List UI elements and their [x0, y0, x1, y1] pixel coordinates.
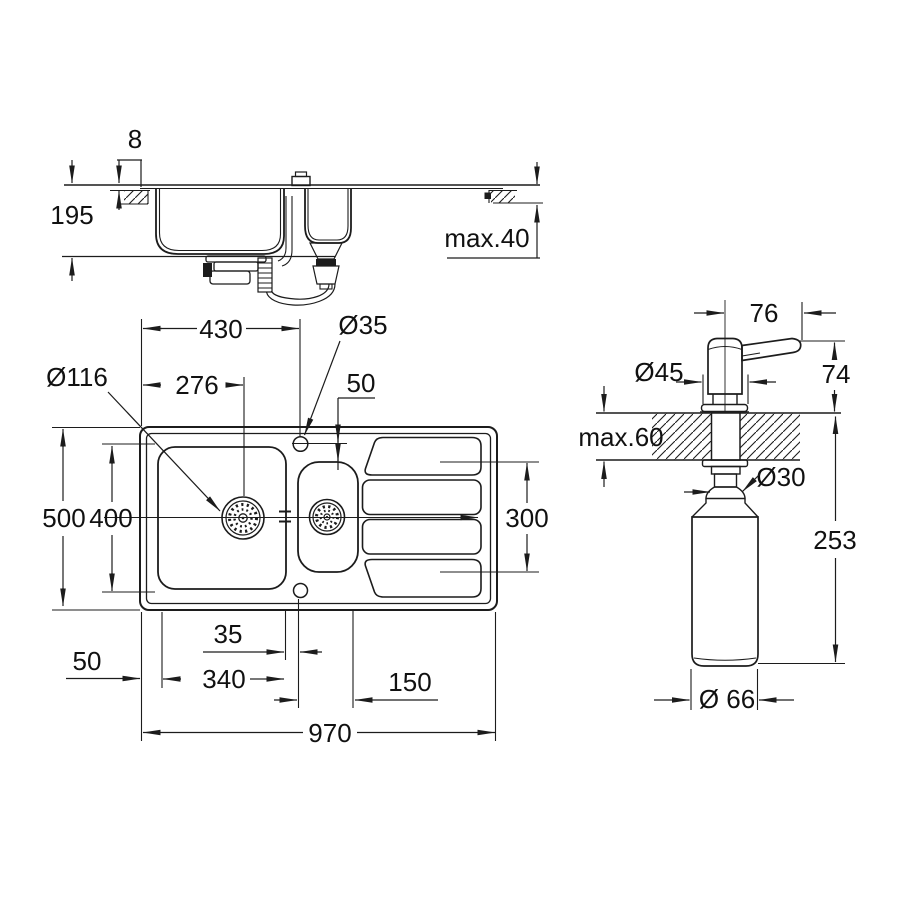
dispenser-side-view: 76 Ø45 74 max.60 Ø30 2 — [578, 298, 856, 714]
dim-label-76: 76 — [750, 298, 779, 328]
right-counter-hatch — [491, 190, 515, 203]
dispenser-body — [691, 300, 802, 667]
fastening-clamp — [484, 192, 491, 199]
dim-label-8: 8 — [128, 124, 142, 154]
locknut — [710, 465, 741, 475]
dim-label-d30: Ø30 — [756, 462, 805, 492]
left-counter-hatch — [124, 190, 148, 204]
worktop-section — [64, 184, 543, 205]
plan-view: 430 276 Ø35 Ø116 50 500 — [42, 310, 548, 748]
bottle — [691, 516, 759, 667]
dimension-hole-diameter: Ø35 — [303, 310, 388, 436]
tap-hole-boss — [291, 175, 311, 187]
dimension-rim-height: 8 — [116, 124, 142, 210]
dimension-150: 150 — [274, 667, 438, 703]
dim-label-276: 276 — [175, 370, 218, 400]
dimension-253: 253 — [758, 416, 857, 665]
dimension-drain-diameter: Ø116 — [46, 362, 221, 512]
dimension-276: 276 — [142, 370, 244, 400]
sink-inner-rim — [145, 432, 492, 605]
waste-pipe — [270, 283, 330, 300]
dim-label-150: 150 — [388, 667, 431, 697]
dimension-500: 500 — [42, 428, 86, 607]
dim-label-970: 970 — [308, 718, 351, 748]
dimension-worktop-max40: max.40 — [444, 162, 540, 259]
dim-label-max60: max.60 — [578, 422, 663, 452]
dimension-74: 74 — [798, 340, 851, 412]
spout-lever — [741, 337, 802, 362]
dim-label-max40: max.40 — [444, 223, 529, 253]
sink-outer-edge — [139, 426, 498, 611]
tap-hole-bottom — [292, 582, 309, 599]
dimension-430: 430 — [142, 314, 300, 344]
dim-label-500: 500 — [42, 503, 85, 533]
overflow-pipe — [277, 196, 287, 262]
small-bowl-profile — [304, 188, 352, 244]
dimension-bottle-d66: Ø 66 — [654, 669, 794, 714]
dim-label-35: 35 — [214, 619, 243, 649]
dimension-50-top: 50 — [335, 368, 376, 470]
dimension-deck-max60: max.60 — [578, 386, 664, 487]
dim-label-195: 195 — [50, 200, 93, 230]
dimension-300: 300 — [505, 462, 549, 572]
dim-label-400: 400 — [89, 503, 132, 533]
dim-label-74: 74 — [822, 359, 851, 389]
dimension-50-bottom: 50 — [66, 646, 141, 682]
dimension-35: 35 — [203, 619, 322, 655]
main-bowl-profile — [155, 188, 285, 255]
dim-label-50-top: 50 — [347, 368, 376, 398]
dimension-flange-d45: Ø45 — [634, 357, 776, 404]
dim-label-d66: Ø 66 — [699, 684, 755, 714]
dim-label-253: 253 — [813, 525, 856, 555]
dimension-76: 76 — [694, 298, 836, 340]
drainer-grooves — [361, 436, 482, 598]
side-elevation-view: 8 195 max.40 — [50, 124, 543, 306]
overflow-slots — [279, 510, 291, 523]
dimension-bowl-depth: 195 — [50, 160, 335, 281]
dim-label-d35: Ø35 — [338, 310, 387, 340]
escutcheon-flange — [700, 403, 749, 413]
dim-label-d45: Ø45 — [634, 357, 683, 387]
dim-label-340: 340 — [202, 664, 245, 694]
dim-label-50-bottom: 50 — [73, 646, 102, 676]
bottle-neck — [705, 486, 746, 500]
dim-label-300: 300 — [505, 503, 548, 533]
dimension-shaft-d30: Ø30 — [684, 462, 806, 495]
dim-label-430: 430 — [199, 314, 242, 344]
sink-section-profile — [155, 171, 352, 306]
shaft — [710, 412, 741, 461]
dimension-400: 400 — [89, 445, 133, 592]
drain-trap — [203, 255, 273, 293]
dimension-340: 340 — [162, 664, 285, 694]
dimension-970: 970 — [142, 718, 496, 748]
dim-label-d116: Ø116 — [46, 362, 108, 392]
locknut-washer — [701, 459, 749, 468]
extension-lines — [52, 319, 539, 741]
